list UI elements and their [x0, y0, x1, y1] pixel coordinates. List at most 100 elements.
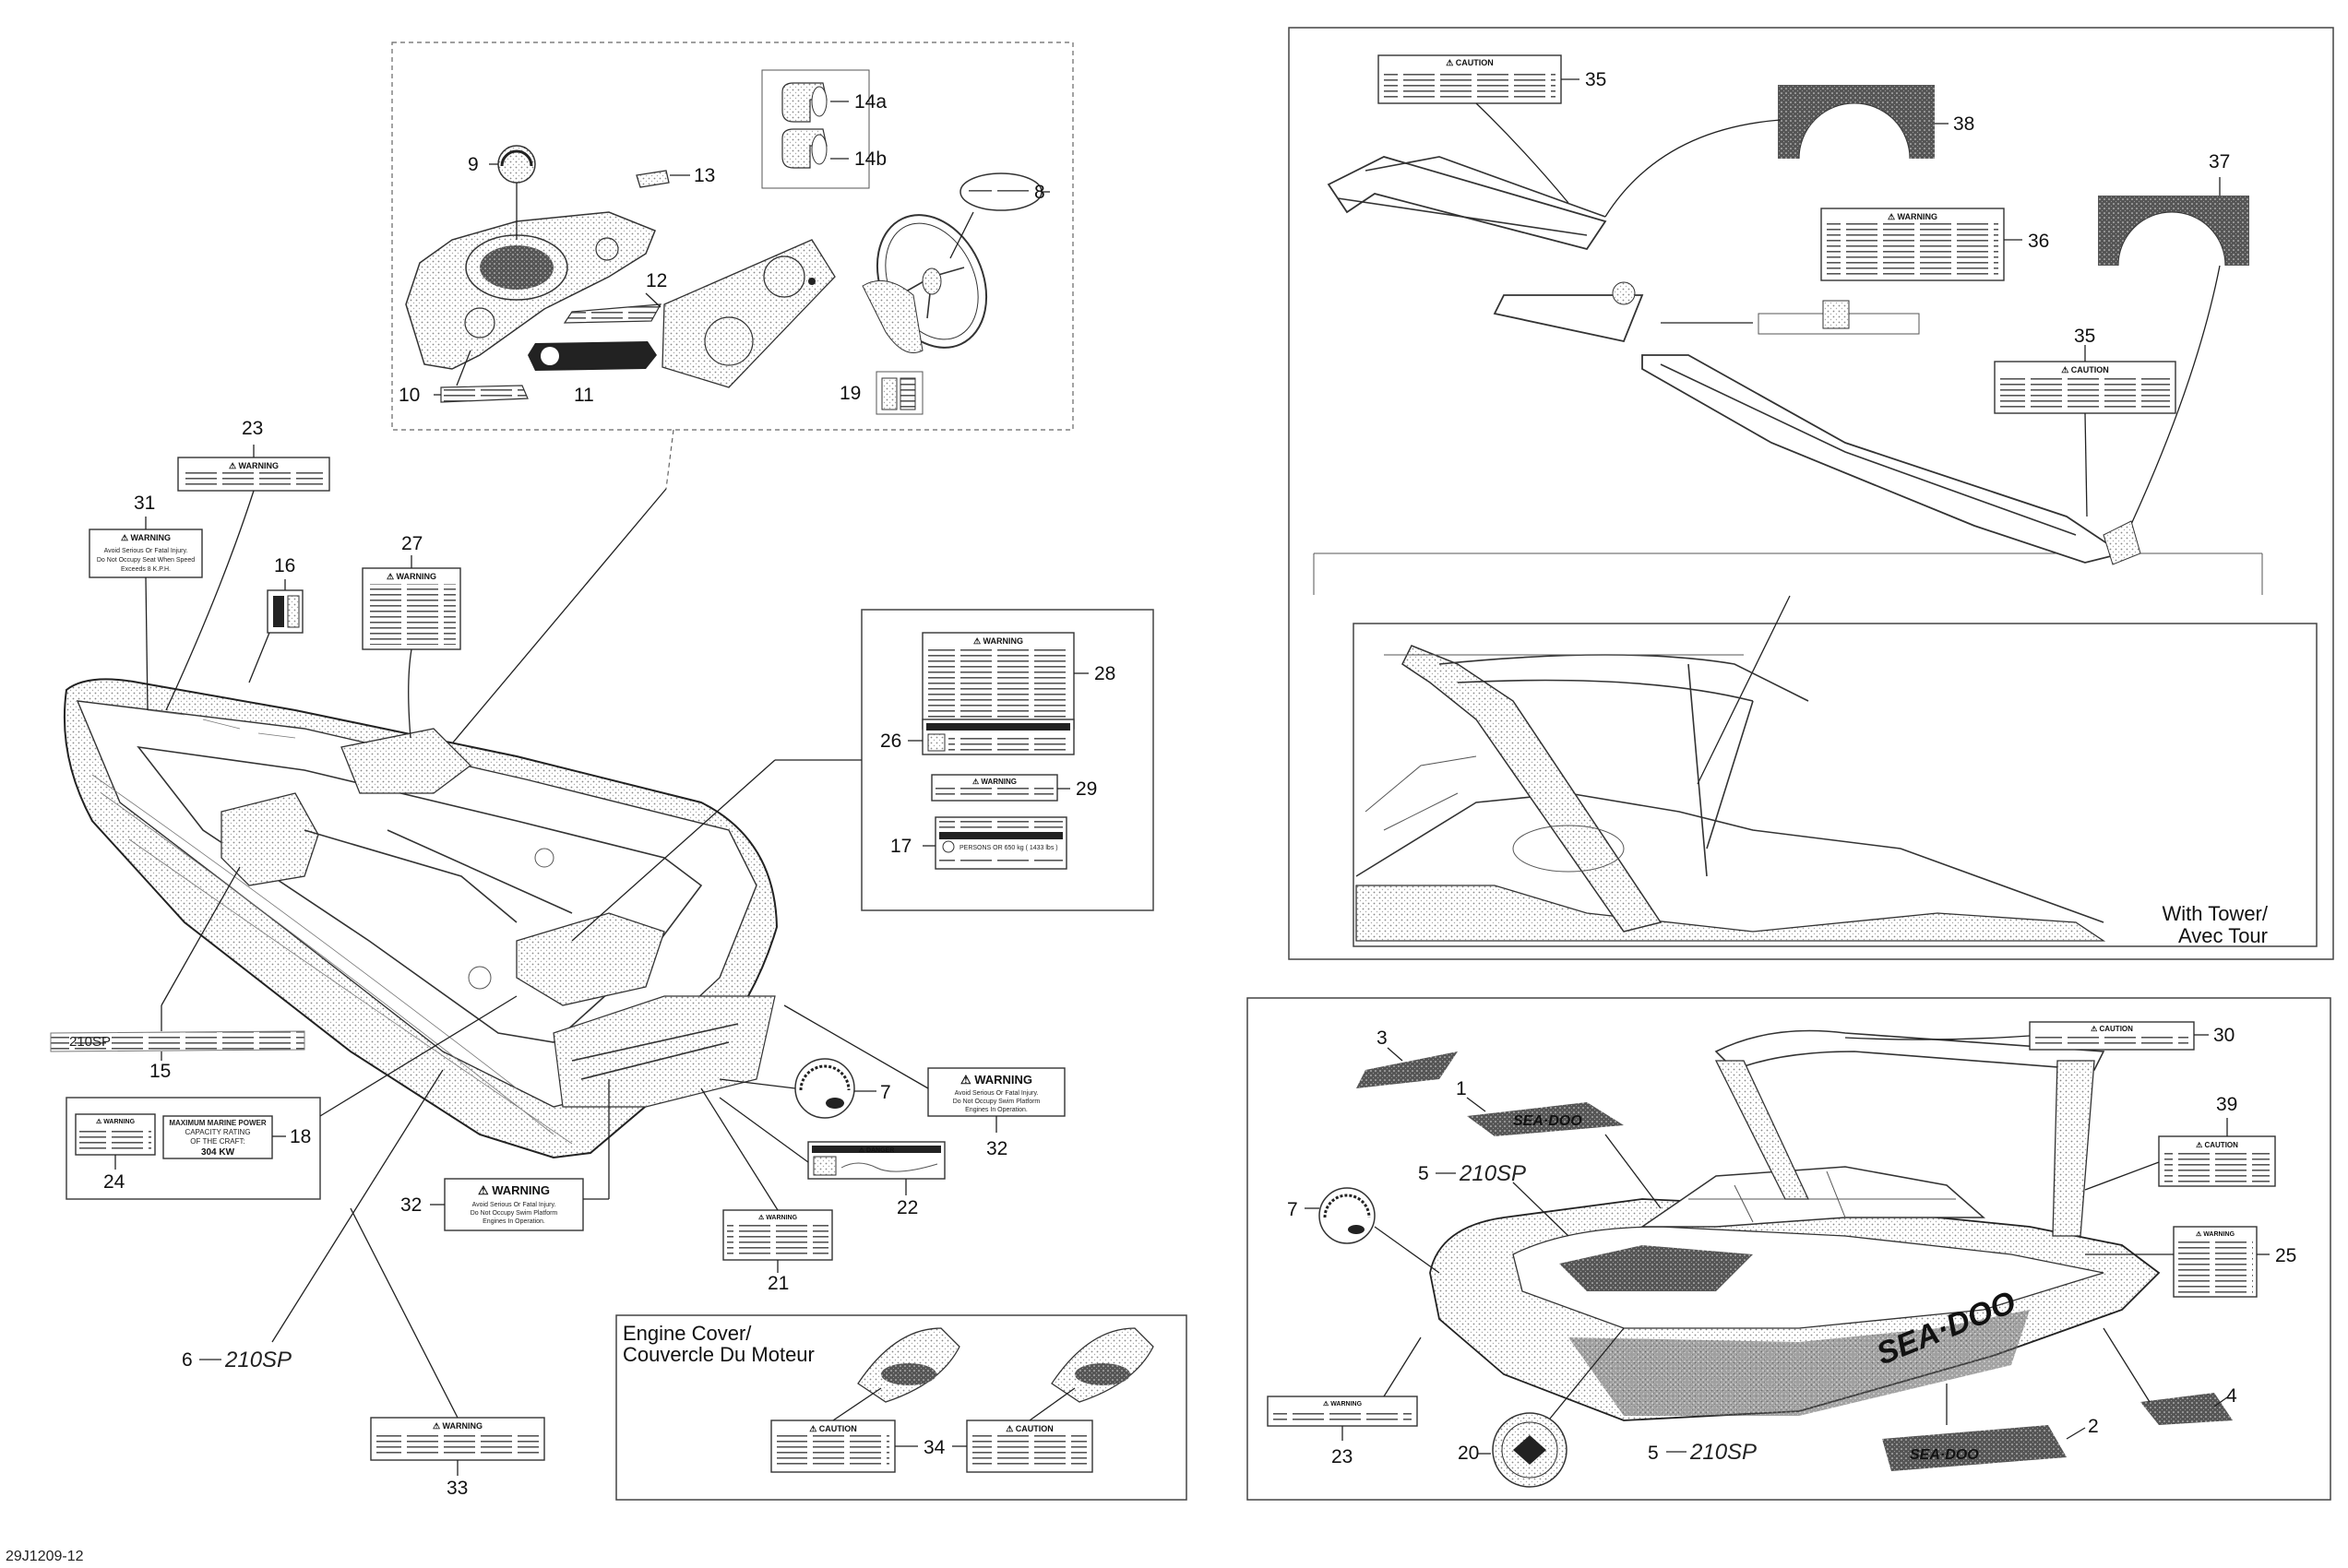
engine-cover-caption-line-2: Couvercle Du Moteur — [623, 1343, 815, 1366]
tower-inset — [1353, 595, 2318, 947]
callout-35-right: 35 — [2074, 326, 2095, 347]
callout-20: 20 — [1458, 1443, 1479, 1464]
decal-5-upper: 210SP — [1436, 1161, 1569, 1237]
callout-15: 15 — [149, 1061, 171, 1082]
callout-38: 38 — [1953, 113, 1974, 135]
callout-5-upper: 5 — [1418, 1163, 1429, 1184]
decal-1: SEA·DOO — [1466, 1097, 1662, 1209]
callout-12: 12 — [646, 270, 667, 291]
decal-31-warning: ⚠ WARNING Avoid Serious Or Fatal Injury.… — [89, 517, 203, 711]
callout-32-right: 32 — [986, 1138, 1007, 1159]
callout-25: 25 — [2275, 1245, 2296, 1266]
captions: With Tower/ Avec Tour Engine Cover/ Couv… — [6, 902, 2269, 1564]
callout-1: 1 — [1456, 1078, 1467, 1099]
decal-5-lower: 210SP — [1666, 1440, 1757, 1465]
decal-2-text: SEA·DOO — [1910, 1447, 1979, 1463]
decal-21-heading: ⚠ WARNING — [758, 1214, 798, 1221]
callout-39: 39 — [2216, 1094, 2237, 1115]
callout-31: 31 — [134, 493, 155, 514]
callout-23-left: 23 — [242, 418, 263, 439]
decal-34a-heading: ⚠ CAUTION — [809, 1424, 857, 1433]
callout-14a: 14a — [854, 91, 887, 113]
decal-5-upper-text: 210SP — [1459, 1161, 1526, 1186]
decal-18-line-1: MAXIMUM MARINE POWER — [169, 1119, 267, 1127]
decal-1-text: SEA·DOO — [1513, 1113, 1582, 1129]
callout-30: 30 — [2213, 1025, 2235, 1046]
decal-30-heading: ⚠ CAUTION — [2091, 1025, 2133, 1033]
callout-37: 37 — [2209, 151, 2230, 172]
dashboard-inset — [391, 42, 1074, 766]
tower-caption-line-1: With Tower/ — [2162, 902, 2268, 925]
decal-23-heading: ⚠ WARNING — [229, 461, 279, 470]
decal-32-left-line-1: Avoid Serious Or Fatal Injury. — [472, 1202, 556, 1208]
decal-29-heading: ⚠ WARNING — [972, 778, 1017, 786]
callout-36: 36 — [2028, 231, 2049, 252]
callout-6: 6 — [182, 1349, 193, 1371]
decal-7-left — [719, 1058, 876, 1119]
callout-7-right: 7 — [1287, 1199, 1298, 1220]
decal-23-right-heading: ⚠ WARNING — [1323, 1400, 1363, 1408]
tower-caption-line-2: Avec Tour — [2178, 924, 2268, 947]
decal-32-left-line-3: Engines In Operation. — [483, 1218, 545, 1225]
decal-16 — [248, 579, 304, 683]
decal-34b-heading: ⚠ CAUTION — [1006, 1424, 1054, 1433]
decal-22-heading: ⚠ DANGER — [859, 1146, 895, 1154]
decal-20-seal — [1478, 1327, 1625, 1488]
callout-7-left: 7 — [880, 1082, 891, 1103]
callout-29: 29 — [1076, 778, 1097, 800]
callout-9: 9 — [468, 154, 479, 175]
boat-exterior-panel: SEA·DOO — [1246, 997, 2331, 1501]
decal-group-28-26-29-17: ⚠ WARNING ⚠ WARNING PERSONS OR 650 kg ( … — [571, 609, 1154, 942]
callout-8: 8 — [1034, 182, 1045, 203]
decal-group-24-18: ⚠ WARNING MAXIMUM MARINE POWER CAPACITY … — [66, 995, 518, 1200]
callout-17: 17 — [890, 836, 912, 857]
decal-32-right-line-3: Engines In Operation. — [965, 1107, 1028, 1113]
callout-33: 33 — [447, 1478, 468, 1499]
tower-panel: ⚠ CAUTION ⚠ WARNING ⚠ CAUTION — [1288, 27, 2334, 960]
decal-39-heading: ⚠ CAUTION — [2196, 1141, 2238, 1149]
callout-27: 27 — [401, 533, 423, 554]
callout-14b: 14b — [854, 148, 887, 170]
decal-32-right-heading: ⚠ WARNING — [960, 1073, 1032, 1087]
decal-32-right-line-2: Do Not Occupy Swim Platform — [953, 1099, 1041, 1105]
decal-21: ⚠ WARNING — [700, 1087, 833, 1273]
decal-39-caution: ⚠ CAUTION — [2084, 1118, 2276, 1191]
callout-28: 28 — [1094, 663, 1115, 684]
decal-6-text: 210SP — [224, 1348, 292, 1372]
decal-6: 210SP — [199, 1069, 444, 1372]
callout-11: 11 — [574, 385, 594, 406]
decal-22-danger: ⚠ DANGER — [719, 1097, 946, 1195]
decal-33-heading: ⚠ WARNING — [433, 1421, 483, 1431]
callout-18: 18 — [290, 1126, 311, 1147]
decal-25-heading: ⚠ WARNING — [2196, 1230, 2235, 1238]
callout-2: 2 — [2088, 1416, 2099, 1437]
decal-35b-heading: ⚠ CAUTION — [2061, 365, 2109, 374]
callout-26: 26 — [880, 731, 901, 752]
engine-cover-caption-line-1: Engine Cover/ — [623, 1322, 752, 1345]
decal-27-heading: ⚠ WARNING — [387, 572, 436, 581]
decal-23-right: ⚠ WARNING — [1267, 1336, 1422, 1441]
decal-3 — [1356, 1051, 1458, 1088]
callout-22: 22 — [897, 1197, 918, 1218]
decal-32-left-line-2: Do Not Occupy Swim Platform — [471, 1210, 558, 1217]
callout-numbers: 9 13 14a 14b 8 12 10 11 19 23 31 16 27 2… — [103, 69, 2296, 1499]
callout-35-top: 35 — [1585, 69, 1606, 90]
decal-18-value: 304 KW — [201, 1147, 235, 1158]
decal-31-line-2: Do Not Occupy Seat When Speed — [97, 557, 195, 564]
decal-30-caution: ⚠ CAUTION — [1844, 1021, 2209, 1051]
hull-stripe-text: 210SP — [69, 1034, 111, 1050]
decal-32-left: ⚠ WARNING Avoid Serious Or Fatal Injury.… — [430, 1079, 610, 1231]
decal-17-capacity: PERSONS OR 650 kg ( 1433 lbs ) — [959, 845, 1058, 851]
callout-3: 3 — [1377, 1028, 1388, 1049]
figure-id: 29J1209-12 — [6, 1549, 84, 1564]
decal-31-line-3: Exceeds 8 K.P.H. — [121, 566, 171, 573]
decal-28-heading: ⚠ WARNING — [973, 636, 1023, 646]
decal-7-right — [1305, 1187, 1440, 1274]
decal-25-warning: ⚠ WARNING — [2085, 1226, 2270, 1298]
boat-main — [63, 678, 779, 1159]
callout-10: 10 — [399, 385, 420, 406]
callout-13: 13 — [694, 165, 715, 186]
decal-35a-heading: ⚠ CAUTION — [1446, 58, 1494, 67]
decal-32-right: ⚠ WARNING Avoid Serious Or Fatal Injury.… — [783, 1004, 1066, 1133]
callout-19: 19 — [840, 383, 861, 404]
